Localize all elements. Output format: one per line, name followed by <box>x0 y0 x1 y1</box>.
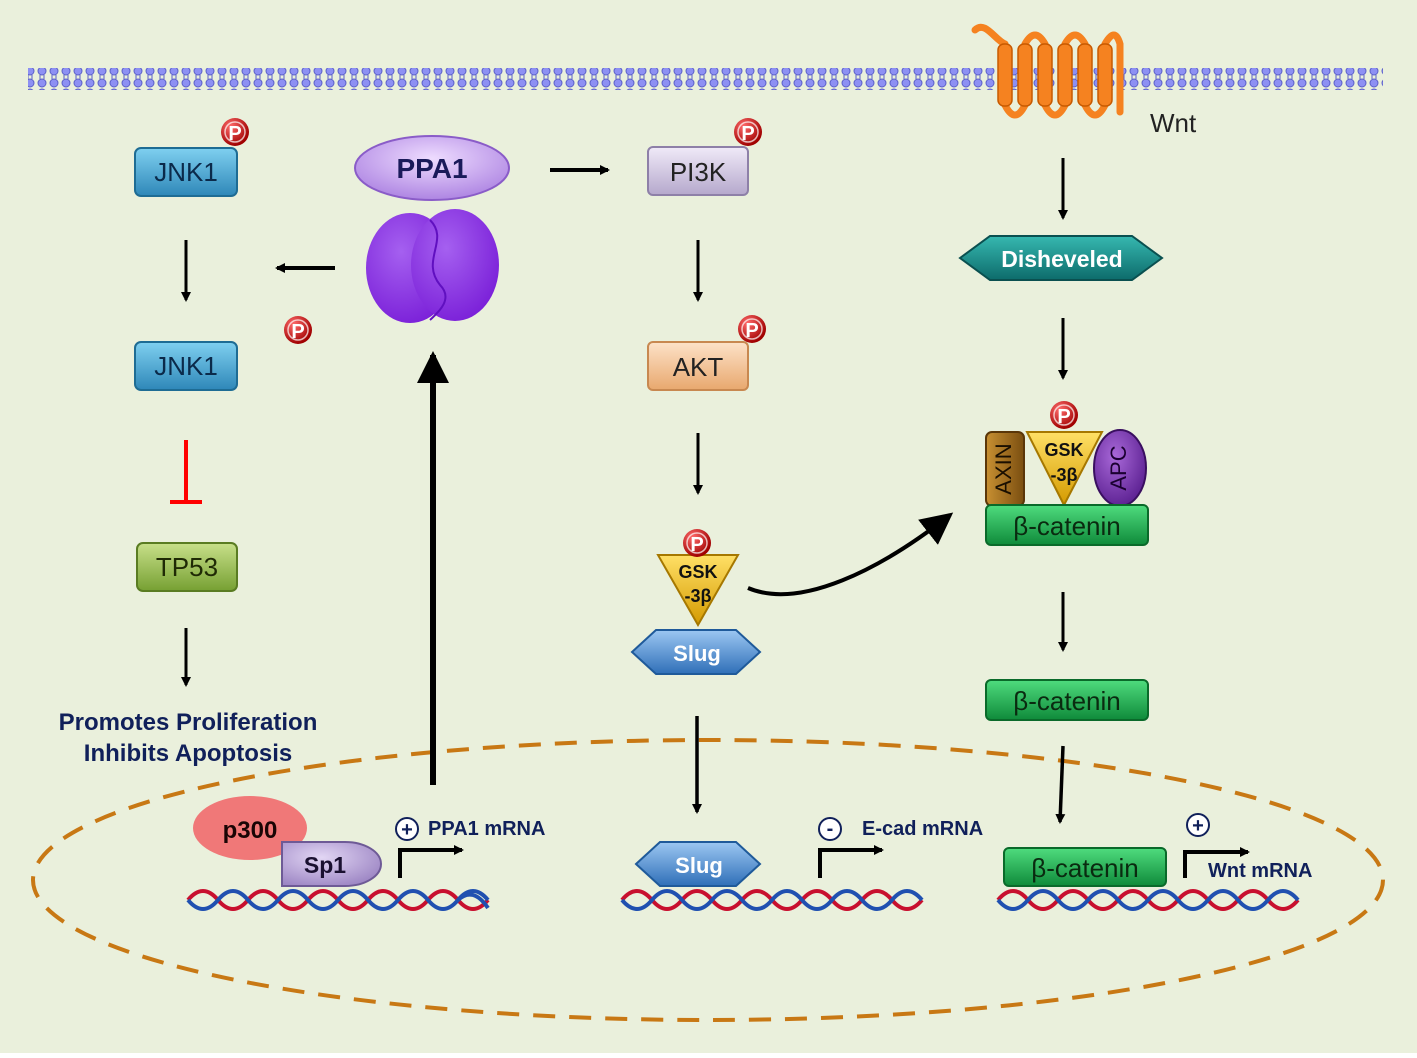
dishevelled-node: Disheveled <box>958 235 1164 281</box>
cell-membrane <box>28 68 1383 90</box>
akt-label: AKT <box>673 352 724 382</box>
phospho-label: P <box>228 123 241 145</box>
ppa1-node: PPA1 <box>354 135 510 201</box>
pi3k-label: PI3K <box>670 157 727 187</box>
wnt-label: Wnt <box>1150 108 1197 138</box>
tss-arrow-ppa1 <box>398 845 464 878</box>
ppa1-label: PPA1 <box>396 153 467 184</box>
nucleus-boundary <box>31 738 1385 1022</box>
slug-node-mid: Slug <box>630 629 762 675</box>
ecad-mrna-label: E-cad mRNA <box>862 818 983 840</box>
gsk-mid-label-1: GSK <box>678 562 717 582</box>
slug-nuclear-label: Slug <box>675 853 723 878</box>
arrow-gsk-to-complex <box>747 512 954 597</box>
inhibition-symbol <box>170 440 202 504</box>
dishevelled-label: Disheveled <box>1001 246 1122 272</box>
arrow-beta-catenin-to-nucleus <box>1055 745 1066 824</box>
gsk-mid-label-2: -3β <box>685 586 712 606</box>
tp53-node: TP53 <box>136 542 238 592</box>
jnk1-bottom-label: JNK1 <box>154 351 218 381</box>
tss-arrow-wnt <box>1183 847 1250 878</box>
beta-catenin-node-complex: β-catenin <box>985 504 1149 546</box>
axin-label: AXIN <box>991 443 1016 494</box>
gsk-complex-label-2: -3β <box>1051 465 1078 485</box>
phospho-label: P <box>745 320 758 342</box>
plus-label: + <box>1192 815 1204 837</box>
minus-icon-ecad: - <box>818 817 842 841</box>
apc-node: APC <box>1093 429 1147 507</box>
pi3k-node: PI3K <box>647 146 749 196</box>
beta-catenin-node-nuclear: β-catenin <box>1003 847 1167 887</box>
outcome-line-1: Promotes Proliferation <box>59 709 318 736</box>
tss-arrow-ecad <box>818 845 884 878</box>
p300-label: p300 <box>223 817 278 844</box>
wnt-mrna-label: Wnt mRNA <box>1208 860 1312 882</box>
slug-mid-label: Slug <box>673 641 721 666</box>
plus-label: + <box>401 819 413 841</box>
akt-node: AKT <box>647 341 749 391</box>
jnk1-node-top: JNK1 <box>134 147 238 197</box>
tp53-label: TP53 <box>156 552 218 582</box>
jnk1-node-bottom: JNK1 <box>134 341 238 391</box>
destruction-complex: AXIN GSK -3β P APC β-catenin <box>985 400 1149 546</box>
sp1-node: Sp1 <box>281 841 382 887</box>
plus-icon-wnt: + <box>1186 813 1210 837</box>
gsk3b-node-complex: GSK -3β <box>1025 431 1104 508</box>
dna-helix-right <box>996 889 1300 911</box>
outcome-line-2: Inhibits Apoptosis <box>84 740 292 767</box>
ppa1-mrna-label: PPA1 mRNA <box>428 818 545 840</box>
minus-label: - <box>827 818 834 840</box>
dna-helix-left <box>186 889 490 911</box>
ppa1-enzyme-dimer <box>366 209 499 323</box>
phospho-label: P <box>1057 406 1070 428</box>
slug-node-nuclear: Slug <box>634 841 762 887</box>
phospho-label: P <box>690 534 703 556</box>
beta-catenin-complex-label: β-catenin <box>1013 511 1120 541</box>
phospho-label: P <box>291 321 304 343</box>
gsk-complex-label-1: GSK <box>1044 440 1083 460</box>
axin-node: AXIN <box>985 431 1025 507</box>
beta-catenin-nuclear-label: β-catenin <box>1031 853 1138 883</box>
apc-label: APC <box>1106 445 1131 490</box>
plus-icon-ppa1: + <box>395 817 419 841</box>
dna-helix-middle <box>620 889 924 911</box>
p300-node: p300 <box>193 796 307 860</box>
sp1-label: Sp1 <box>304 852 346 878</box>
jnk1-top-label: JNK1 <box>154 157 218 187</box>
phospho-label: P <box>741 123 754 145</box>
beta-catenin-mid-label: β-catenin <box>1013 686 1120 716</box>
receptor-helices <box>997 43 1113 107</box>
beta-catenin-node-mid: β-catenin <box>985 679 1149 721</box>
